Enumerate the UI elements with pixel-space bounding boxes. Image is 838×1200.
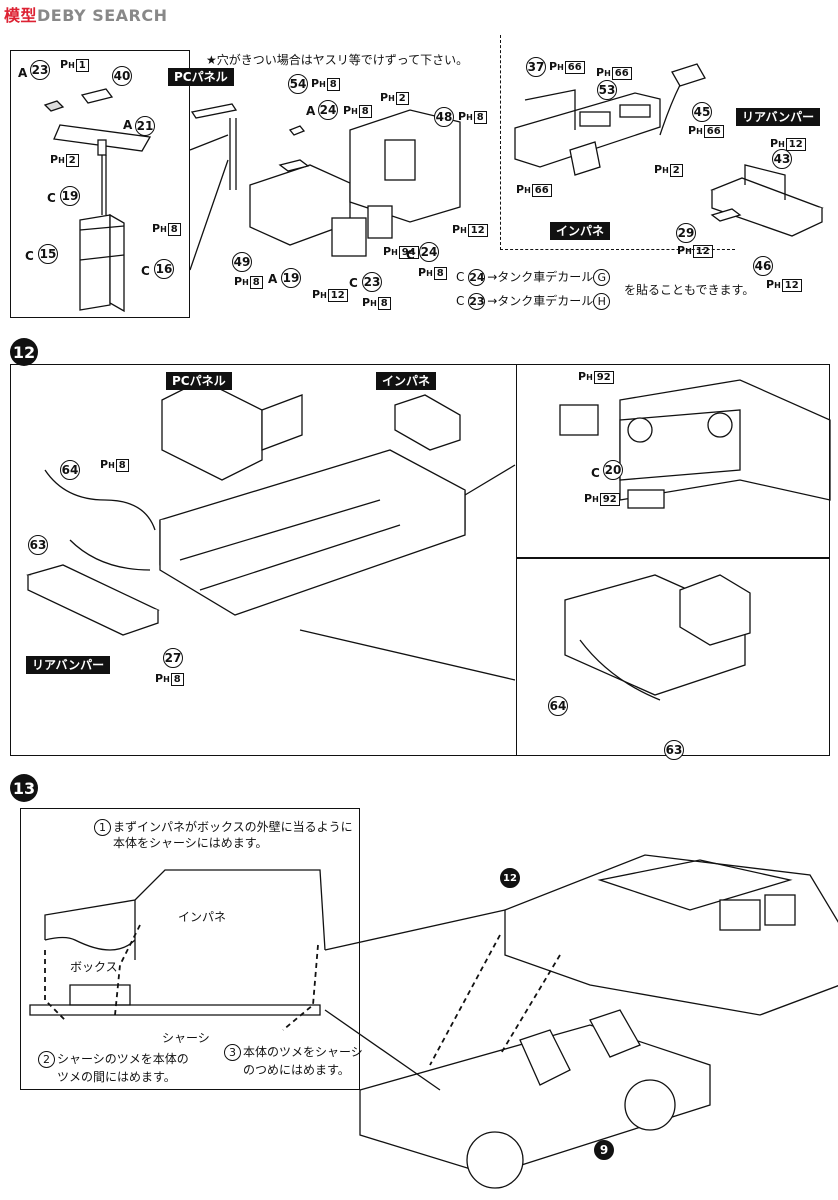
prefix-a-21: A <box>123 118 133 132</box>
label-box: ボックス <box>70 960 118 974</box>
ref-step-12-badge: 12 <box>500 868 520 888</box>
part-29-label: 29 <box>676 223 696 243</box>
label-chassis: シャーシ <box>162 1031 210 1045</box>
step13-section-panel <box>20 808 360 1090</box>
part-43-label: 43 <box>772 149 792 169</box>
part-63-label: 63 <box>28 535 48 555</box>
prefix-c-23: C <box>349 276 358 290</box>
vehicle-exploded-drawing <box>359 854 838 1189</box>
part-53-label: 53 <box>597 80 617 100</box>
decal-suffix-note: を貼ることもできます。 <box>624 283 755 297</box>
ref-step-9-badge: 9 <box>594 1140 614 1160</box>
part-21-label: 21 <box>135 116 155 136</box>
hole-tip-note: ★穴がきつい場合はヤスリ等でけずって下さい。 <box>206 53 469 67</box>
part-19a-label: 19 <box>281 268 301 288</box>
site-watermark: 模型DEBY SEARCH <box>4 6 168 25</box>
prefix-a-19: A <box>268 272 278 286</box>
part-23-label: 23 <box>30 60 50 80</box>
pc-panel-drawing <box>190 103 461 257</box>
part-64-label: 64 <box>60 460 80 480</box>
instruction-2b: ツメの間にはめます。 <box>57 1070 176 1084</box>
part-45-label: 45 <box>692 102 712 122</box>
part-37-label: 37 <box>526 57 546 77</box>
prefix-a-23: A <box>18 66 28 80</box>
part-24a-label: 24 <box>318 100 338 120</box>
part-40-label: 40 <box>112 66 132 86</box>
inpane-label-12: インパネ <box>376 372 437 390</box>
part-63-wiring-label: 63 <box>664 740 684 760</box>
part-46-label: 46 <box>753 256 773 276</box>
rear-bumper-label-12: リアバンパー <box>26 656 111 674</box>
instruction-3b: のつめにはめます。 <box>243 1063 350 1077</box>
prefix-c-15: C <box>25 249 34 263</box>
instruction-1b: 本体をシャーシにはめます。 <box>113 836 268 850</box>
chassis-wiring-drawing <box>564 574 751 701</box>
part-54-label: 54 <box>288 74 308 94</box>
pc-panel-label: PCパネル <box>168 68 234 86</box>
body-chassis-section-drawing <box>29 869 326 1031</box>
step12-front-panel <box>516 364 830 558</box>
prefix-c-24: C <box>406 248 415 262</box>
prefix-c-20: C <box>591 466 600 480</box>
part-15-label: 15 <box>38 244 58 264</box>
step-13-number: 13 <box>10 774 38 802</box>
prefix-a-24: A <box>306 104 316 118</box>
part-24c-label: 24 <box>419 242 439 262</box>
inpane-dashed-frame <box>500 35 735 250</box>
part-19-label: 19 <box>60 186 80 206</box>
step-12-number: 12 <box>10 338 38 366</box>
prefix-c-19: C <box>47 191 56 205</box>
prefix-c-16: C <box>141 264 150 278</box>
inpane-top-drawing <box>514 63 706 176</box>
front-grille-drawing <box>559 379 831 509</box>
chassis-drawing <box>26 379 466 636</box>
steering-column-drawing <box>43 88 152 313</box>
part-64-wiring-label: 64 <box>548 696 568 716</box>
part-20-label: 20 <box>603 460 623 480</box>
rear-bumper-drawing <box>710 164 824 237</box>
part-23c-label: 23 <box>362 272 382 292</box>
label-inpane: インパネ <box>178 910 227 924</box>
part-48-label: 48 <box>434 107 454 127</box>
part-49-label: 49 <box>232 252 252 272</box>
pc-panel-label-12: PCパネル <box>166 372 232 390</box>
step12-wiring-panel <box>516 558 830 756</box>
part-16-label: 16 <box>154 259 174 279</box>
inpane-label: インパネ <box>550 222 611 240</box>
rear-bumper-label: リアバンパー <box>736 108 821 126</box>
part-27-label: 27 <box>163 648 183 668</box>
